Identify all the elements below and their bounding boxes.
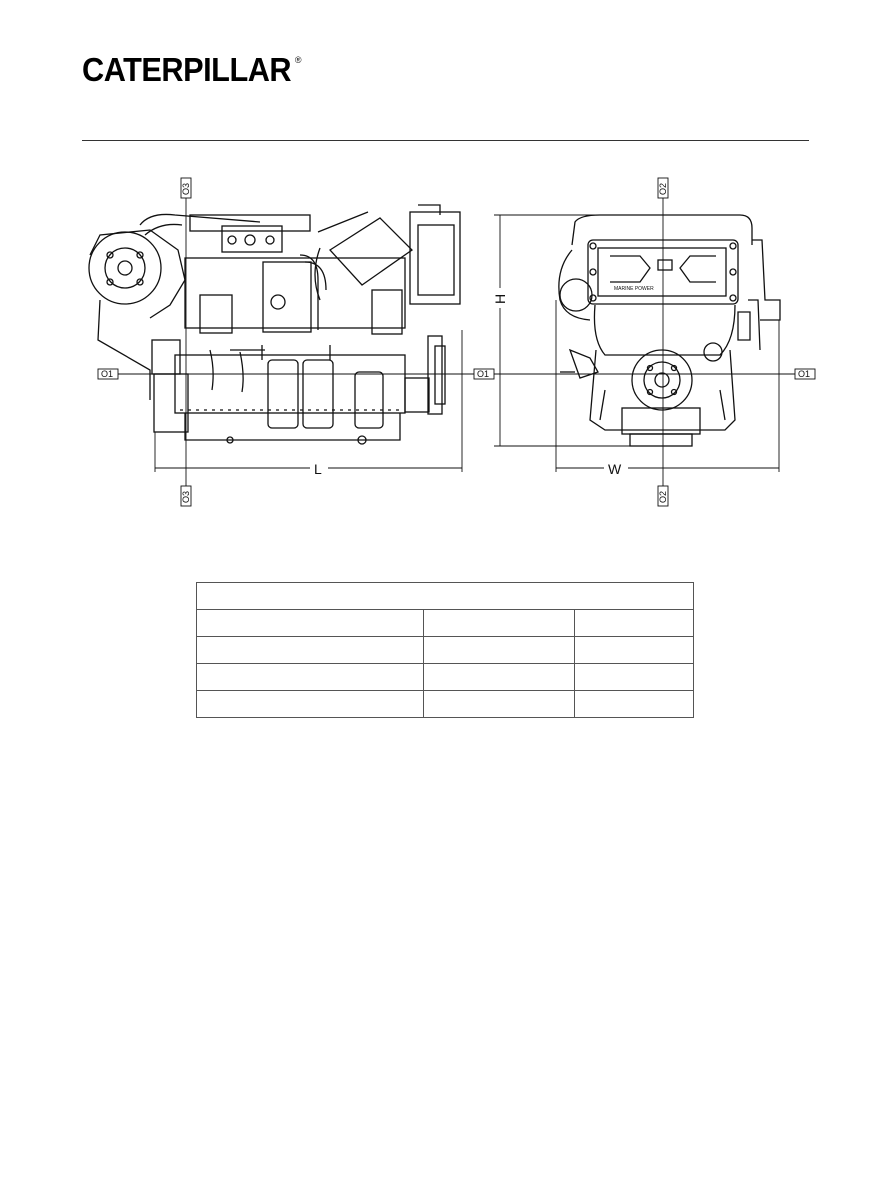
table-row xyxy=(196,690,694,718)
svg-text:O3: O3 xyxy=(181,491,191,503)
svg-text:O1: O1 xyxy=(101,369,113,379)
header-divider xyxy=(82,140,809,141)
table-cell xyxy=(423,636,575,664)
svg-text:O2: O2 xyxy=(658,491,668,503)
table-cell xyxy=(196,663,424,691)
side-view-engine xyxy=(88,204,461,445)
svg-text:O2: O2 xyxy=(658,183,668,195)
ref-box-o3-top: O3 xyxy=(180,177,192,199)
width-dimension xyxy=(555,300,780,472)
table-cell xyxy=(423,609,575,637)
ref-box-o2-top: O2 xyxy=(657,177,669,199)
table-cell xyxy=(196,690,424,718)
length-label: L xyxy=(314,461,322,477)
dimension-spec-table xyxy=(196,582,694,718)
table-cell xyxy=(574,663,694,691)
registered-mark: ® xyxy=(294,55,302,65)
table-cell xyxy=(423,690,575,718)
logo-wordmark: CATERPILLAR xyxy=(82,51,292,88)
engine-badge: MARINE POWER xyxy=(614,286,654,292)
svg-text:O1: O1 xyxy=(798,369,810,379)
ref-box-o2-bottom: O2 xyxy=(657,485,669,507)
ref-box-o1-left: O1 xyxy=(97,368,119,380)
table-cell xyxy=(574,609,694,637)
table-header xyxy=(196,582,694,610)
ref-box-o1-center: O1 xyxy=(473,368,495,380)
engine-dimension-drawing: L MARINE POWER xyxy=(88,177,816,507)
table-row xyxy=(196,663,694,691)
height-dimension xyxy=(494,214,630,447)
height-label: H xyxy=(492,294,508,304)
front-view-engine xyxy=(558,214,781,447)
table-row xyxy=(196,636,694,664)
table-cell xyxy=(423,663,575,691)
table-row xyxy=(196,609,694,637)
ref-box-o3-bottom: O3 xyxy=(180,485,192,507)
table-cell xyxy=(196,636,424,664)
table-cell xyxy=(574,636,694,664)
table-cell xyxy=(574,690,694,718)
table-cell xyxy=(196,609,424,637)
caterpillar-logo: CATERPILLAR ® xyxy=(82,50,302,90)
front-view-reference-lines xyxy=(492,192,795,488)
length-dimension xyxy=(154,330,463,472)
svg-text:O3: O3 xyxy=(181,183,191,195)
table-header-row xyxy=(196,582,694,610)
svg-text:O1: O1 xyxy=(477,369,489,379)
side-view-reference-lines xyxy=(118,192,475,488)
width-label: W xyxy=(608,461,622,477)
ref-box-o1-right: O1 xyxy=(794,368,816,380)
